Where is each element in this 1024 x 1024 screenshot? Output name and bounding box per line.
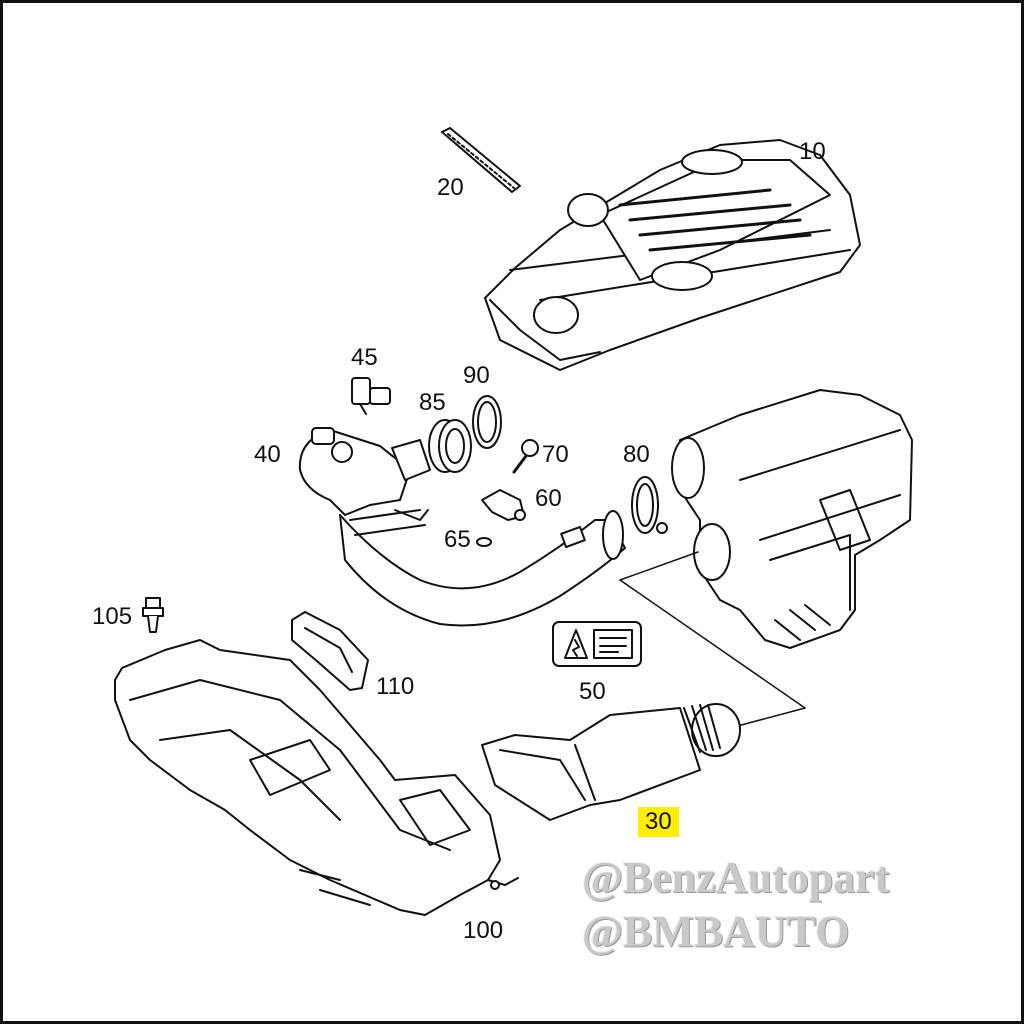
callout-105: 105 xyxy=(92,603,133,630)
watermark-bmbauto: @BMBAUTO xyxy=(582,907,850,956)
part-10-engine-cover xyxy=(484,139,861,371)
callout-80: 80 xyxy=(623,441,650,468)
callout-110: 110 xyxy=(376,673,415,700)
callout-60: 60 xyxy=(535,485,562,512)
part-30-air-filter-element xyxy=(481,703,741,821)
part-50-warning-label xyxy=(552,621,642,667)
part-105-rivet xyxy=(142,597,164,633)
part-100-lower-duct-panel xyxy=(114,639,519,916)
callout-50: 50 xyxy=(579,678,606,705)
callout-10: 10 xyxy=(799,138,826,165)
callout-100: 100 xyxy=(463,917,504,944)
callout-85: 85 xyxy=(419,389,446,416)
callout-40: 40 xyxy=(254,441,281,468)
part-110-frame xyxy=(291,611,369,691)
part-85-ring xyxy=(428,419,472,473)
part-65-grommet xyxy=(476,537,492,547)
callout-30-highlighted: 30 xyxy=(638,807,679,837)
callout-70: 70 xyxy=(542,441,569,468)
callout-20: 20 xyxy=(437,174,464,201)
leader-lines xyxy=(619,551,806,729)
part-80-ring xyxy=(631,476,668,534)
part-70-screw xyxy=(512,439,539,474)
air-filter-housing xyxy=(671,389,913,649)
watermark-benzautopart: @BenzAutopart xyxy=(582,853,890,902)
callout-65: 65 xyxy=(444,526,471,553)
callout-90: 90 xyxy=(463,362,490,389)
part-90-o-ring xyxy=(472,395,502,449)
callout-45: 45 xyxy=(351,344,378,371)
part-60-clip xyxy=(481,489,526,521)
part-40-intake-hose xyxy=(298,427,626,627)
part-20-seal-strip xyxy=(441,127,521,193)
part-45-sensor xyxy=(351,377,391,415)
